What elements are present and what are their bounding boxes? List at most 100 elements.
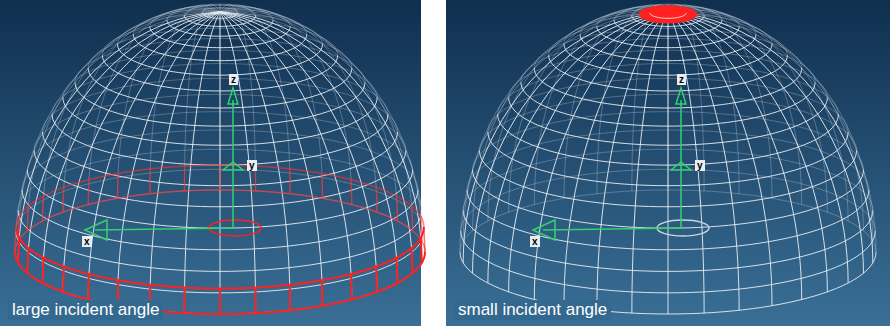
red-band xyxy=(289,285,291,310)
meridian-line xyxy=(184,4,220,191)
red-band xyxy=(149,169,151,194)
latitude-line xyxy=(34,151,406,207)
meridian-line xyxy=(632,4,668,191)
meridian-line xyxy=(15,12,220,252)
red-band xyxy=(375,187,377,212)
z-axis xyxy=(232,100,234,228)
meridian-line xyxy=(463,12,668,241)
red-band xyxy=(62,267,65,292)
meridian-line xyxy=(668,12,739,310)
meridian-line xyxy=(668,7,802,204)
meridian-line xyxy=(220,12,256,313)
red-band xyxy=(18,216,19,241)
latitude-line xyxy=(473,170,864,228)
red-cap xyxy=(639,6,697,23)
red-band xyxy=(254,288,256,313)
red-band xyxy=(27,206,28,231)
meridian-line xyxy=(460,12,668,252)
red-band xyxy=(424,227,425,252)
latitude-line xyxy=(488,132,848,186)
meridian-line xyxy=(220,10,398,221)
axis-label: y xyxy=(247,160,257,171)
latitude-line xyxy=(463,210,873,271)
axis-label: x xyxy=(530,236,540,247)
latitude-line xyxy=(534,68,801,108)
axis-label: z xyxy=(677,74,686,85)
meridian-line xyxy=(220,9,377,212)
latitude-line xyxy=(650,13,686,18)
red-band xyxy=(15,227,16,252)
axis-label: y xyxy=(695,160,705,171)
meridian-line xyxy=(668,6,772,198)
red-band xyxy=(87,180,89,205)
panel-caption: small incident angle xyxy=(454,300,611,320)
latitude-line xyxy=(461,231,875,293)
latitude-line xyxy=(16,231,424,293)
red-band xyxy=(219,165,221,190)
latitude-line xyxy=(184,16,255,27)
right-panel xyxy=(446,0,890,326)
meridian-line xyxy=(534,12,668,299)
latitude-line xyxy=(75,82,365,126)
latitude-line xyxy=(597,26,739,47)
meridian-line xyxy=(220,12,422,241)
axis-label: x xyxy=(82,236,92,247)
red-band xyxy=(289,169,291,194)
meridian-line xyxy=(668,12,876,252)
meridian-line xyxy=(473,12,668,273)
left-dome xyxy=(15,4,425,314)
latitude-line xyxy=(52,114,388,165)
red-band xyxy=(117,174,119,199)
meridian-line xyxy=(220,12,290,310)
meridian-line xyxy=(668,4,669,190)
y-arrowhead xyxy=(671,162,691,170)
latitude-line xyxy=(498,114,839,165)
meridian-line xyxy=(220,6,323,198)
z-axis xyxy=(680,100,682,228)
red-band xyxy=(412,206,413,231)
z-arrowhead xyxy=(676,88,686,104)
red-band xyxy=(87,274,90,299)
red-band xyxy=(41,258,44,283)
red-band xyxy=(396,196,398,221)
meridian-line xyxy=(668,12,827,292)
red-band xyxy=(350,274,353,299)
red-band xyxy=(219,289,221,314)
red-band xyxy=(183,288,185,313)
red-band xyxy=(421,238,422,263)
red-band xyxy=(321,174,323,199)
z-arrowhead xyxy=(228,88,238,104)
meridian-line xyxy=(534,7,668,204)
red-band xyxy=(15,190,425,252)
red-band xyxy=(412,248,413,273)
meridian-line xyxy=(220,12,377,292)
latitude-line xyxy=(202,13,238,18)
latitude-line xyxy=(521,82,815,126)
latitude-line xyxy=(509,98,828,145)
meridian-line xyxy=(27,12,220,273)
red-band xyxy=(375,267,378,292)
meridian-line xyxy=(509,12,668,292)
latitude-line xyxy=(63,98,377,145)
latitude-line xyxy=(614,20,722,36)
red-band xyxy=(184,166,186,191)
x-axis xyxy=(95,228,233,230)
latitude-line xyxy=(467,190,869,250)
red-band xyxy=(396,258,399,283)
meridian-line xyxy=(668,10,848,221)
meridian-line xyxy=(668,4,704,191)
red-band xyxy=(16,165,424,227)
meridian-line xyxy=(632,12,668,313)
x-axis xyxy=(543,228,681,230)
meridian-line xyxy=(668,12,704,313)
meridian-line xyxy=(220,4,221,190)
red-band xyxy=(27,248,28,273)
axis-label: z xyxy=(229,74,238,85)
latitude-line xyxy=(22,190,418,250)
right-dome xyxy=(460,4,876,314)
y-arrowhead xyxy=(223,162,243,170)
latitude-line xyxy=(479,151,856,207)
meridian-line xyxy=(63,12,220,292)
meridian-line xyxy=(220,4,256,191)
latitude-line xyxy=(167,20,273,36)
